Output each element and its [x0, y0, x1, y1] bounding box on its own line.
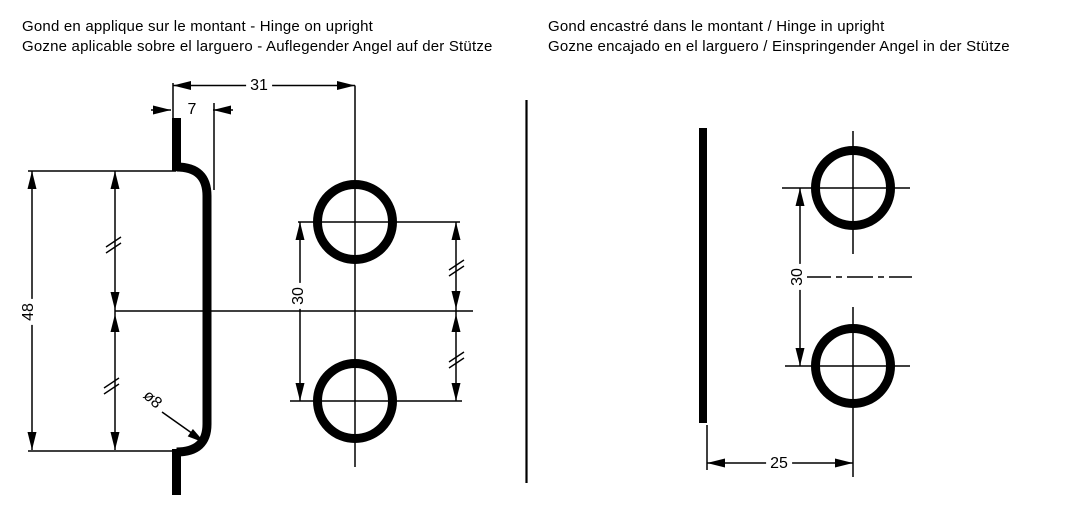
equality-mark	[448, 259, 465, 271]
dim-label-48: 48	[20, 299, 38, 325]
dim-label-30-left: 30	[290, 283, 308, 309]
left-title-line2: Gozne aplicable sobre el larguero - Aufl…	[22, 38, 493, 55]
arrowhead	[795, 188, 805, 206]
equality-mark	[448, 265, 465, 277]
arrowhead	[110, 292, 120, 310]
left-title-block: Gond en applique sur le montant - Hinge …	[22, 17, 493, 57]
dim-label-30-right: 30	[789, 264, 807, 290]
arrowhead	[110, 432, 120, 450]
arrowhead	[295, 222, 305, 240]
equality-mark	[103, 377, 120, 389]
arrowhead	[451, 383, 461, 401]
arrowhead	[337, 81, 355, 90]
arrowhead	[173, 81, 191, 90]
equality-mark	[105, 242, 122, 254]
arrowhead	[213, 105, 231, 115]
arrowhead	[110, 314, 120, 332]
equality-mark	[448, 351, 465, 363]
arrowhead	[795, 348, 805, 366]
equality-mark	[105, 236, 122, 248]
dim-label-25: 25	[766, 455, 792, 473]
arrowhead	[835, 458, 853, 468]
arrowhead	[451, 291, 461, 309]
arrowhead	[110, 171, 120, 189]
arrowheads-right	[707, 188, 853, 468]
right-title-line1: Gond encastré dans le montant / Hinge in…	[548, 18, 885, 35]
equality-mark	[103, 383, 120, 395]
right-title-line2: Gozne encajado en el larguero / Einsprin…	[548, 38, 1010, 55]
leader-arrowhead	[187, 429, 205, 443]
dim-label-7: 7	[183, 101, 201, 119]
hinge-leaf-profile	[176, 162, 212, 457]
arrowhead	[27, 171, 37, 189]
arrowhead	[451, 222, 461, 240]
equality-marks	[103, 236, 465, 395]
right-title-block: Gond encastré dans le montant / Hinge in…	[548, 17, 1010, 57]
arrowhead	[153, 105, 171, 115]
dim-label-31: 31	[246, 77, 272, 95]
left-title-line1: Gond en applique sur le montant - Hinge …	[22, 18, 374, 35]
equality-mark	[448, 357, 465, 369]
arrowhead	[707, 458, 725, 468]
arrowhead	[451, 314, 461, 332]
arrowheads-left	[27, 81, 461, 450]
arrowhead	[295, 383, 305, 401]
arrowhead	[27, 432, 37, 450]
